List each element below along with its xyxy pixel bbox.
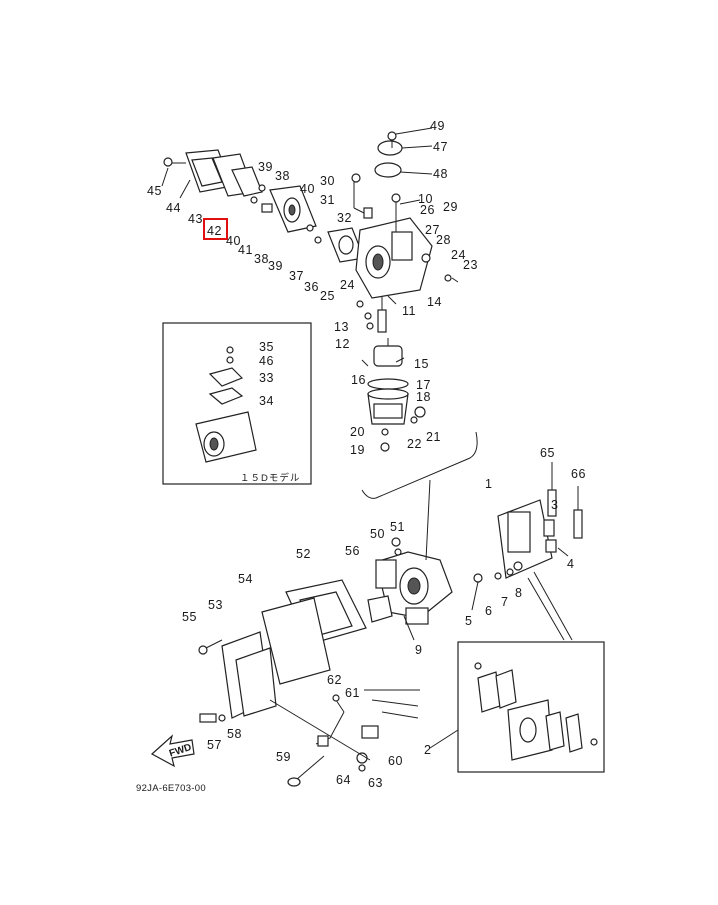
part-label-61: 61	[345, 686, 360, 700]
fwd-arrow: FWD	[150, 734, 195, 768]
part-label-56: 56	[345, 544, 360, 558]
part-label-8: 8	[515, 586, 523, 600]
part-label-18: 18	[416, 390, 431, 404]
part-label-20: 20	[350, 425, 365, 439]
part-label-22: 22	[407, 437, 422, 451]
part-label-16: 16	[351, 373, 366, 387]
part-label-21: 21	[426, 430, 441, 444]
part-label-60: 60	[388, 754, 403, 768]
part-label-5: 5	[465, 614, 473, 628]
float-chamber-assembly	[361, 338, 426, 452]
part-label-41: 41	[238, 243, 253, 257]
part-label-17: 17	[416, 378, 431, 392]
part-label-27: 27	[425, 223, 440, 237]
part-label-52: 52	[296, 547, 311, 561]
part-label-38-upper: 38	[275, 169, 290, 183]
part-label-31: 31	[320, 193, 335, 207]
part-label-2: 2	[424, 743, 432, 757]
part-label-48: 48	[433, 167, 448, 181]
part-label-13: 13	[334, 320, 349, 334]
part-label-42: 42	[207, 224, 222, 238]
part-label-40-upper: 40	[226, 234, 241, 248]
part-label-55: 55	[182, 610, 197, 624]
catalog-code: 92JA-6E703-00	[136, 783, 206, 794]
part-label-1: 1	[485, 477, 493, 491]
part-label-44: 44	[166, 201, 181, 215]
part-label-59: 59	[276, 750, 291, 764]
silencer-assembly	[198, 579, 393, 723]
part-label-7: 7	[501, 595, 509, 609]
part-label-51: 51	[390, 520, 405, 534]
leader-lines	[161, 127, 569, 749]
part-label-50: 50	[370, 527, 385, 541]
part-label-36: 36	[304, 280, 319, 294]
manifold-assembly	[473, 462, 583, 583]
part-label-39-lower: 39	[268, 259, 283, 273]
part-label-39-upper: 39	[258, 160, 273, 174]
inset-caption: １５Dモデル	[240, 473, 301, 484]
part-label-58: 58	[227, 727, 242, 741]
part-label-12: 12	[335, 337, 350, 351]
part-label-26: 26	[420, 203, 435, 217]
part-label-35: 35	[259, 340, 274, 354]
part-label-28: 28	[436, 233, 451, 247]
part-label-65: 65	[540, 446, 555, 460]
part-label-19: 19	[350, 443, 365, 457]
part-label-47: 47	[433, 140, 448, 154]
part-label-64: 64	[336, 773, 351, 787]
part-label-29: 29	[443, 200, 458, 214]
part-label-4: 4	[567, 557, 575, 571]
part-label-11: 11	[402, 304, 416, 318]
part-label-34: 34	[259, 394, 274, 408]
part-label-49: 49	[430, 119, 445, 133]
reed-valve-assembly	[163, 149, 365, 263]
part-label-66: 66	[571, 467, 586, 481]
part-label-33: 33	[259, 371, 274, 385]
inset-reed-valve	[457, 571, 605, 773]
part-label-15: 15	[414, 357, 429, 371]
part-label-43: 43	[188, 212, 203, 226]
part-label-46: 46	[259, 354, 274, 368]
part-label-25: 25	[320, 289, 335, 303]
part-label-6: 6	[485, 604, 493, 618]
part-label-37: 37	[289, 269, 304, 283]
part-label-53: 53	[208, 598, 223, 612]
part-label-62: 62	[327, 673, 342, 687]
part-label-14: 14	[427, 295, 442, 309]
part-label-30: 30	[320, 174, 335, 188]
part-label-32: 32	[337, 211, 352, 225]
part-label-3: 3	[551, 498, 559, 512]
inset-15d-model	[162, 322, 312, 485]
part-highlight-box	[203, 218, 228, 240]
part-label-38-lower: 38	[254, 252, 269, 266]
part-label-10: 10	[418, 192, 433, 206]
carburetor-assembly	[375, 479, 453, 625]
part-label-24-right: 24	[451, 248, 466, 262]
part-label-54: 54	[238, 572, 253, 586]
part-label-63: 63	[368, 776, 383, 790]
part-label-45: 45	[147, 184, 162, 198]
control-linkage	[269, 689, 420, 787]
bracket-line	[361, 431, 478, 499]
part-label-24-left: 24	[340, 278, 355, 292]
part-label-40-right: 40	[300, 182, 315, 196]
part-label-23: 23	[463, 258, 478, 272]
part-label-57: 57	[207, 738, 222, 752]
carburetor-body	[351, 131, 459, 333]
part-label-9: 9	[415, 643, 423, 657]
